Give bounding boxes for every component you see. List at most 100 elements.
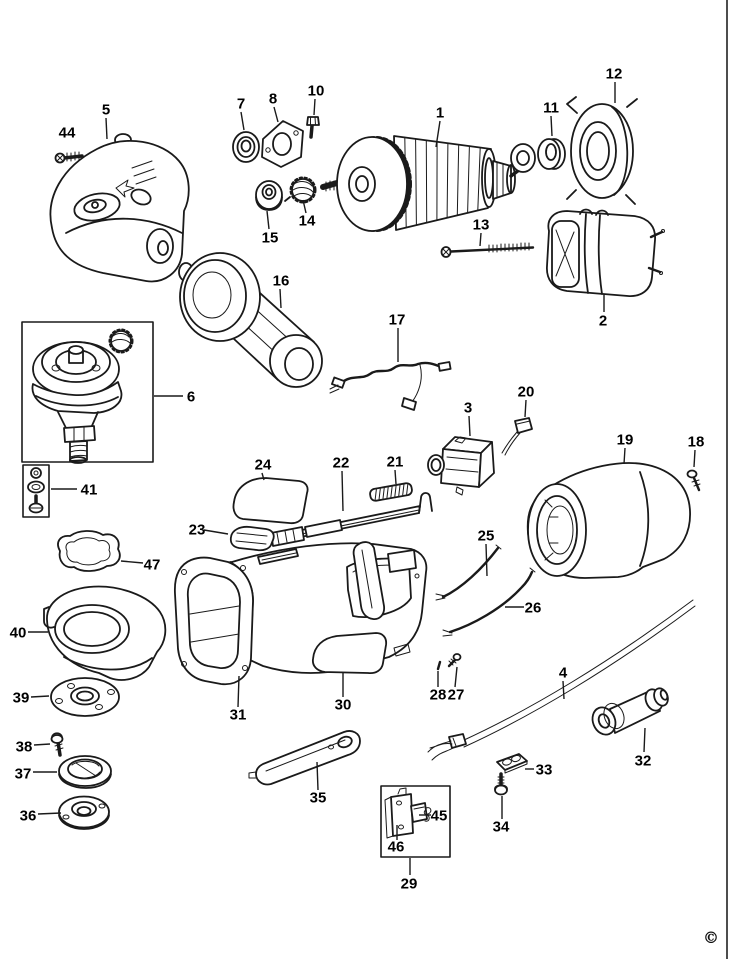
part-label-4: 4 [559,665,568,682]
leader-line-19 [623,447,626,465]
part-art-18-screw [686,469,701,492]
part-art-10-screw [306,116,320,139]
part-label-23: 23 [189,522,206,539]
part-label-46: 46 [388,839,405,856]
part-label-24: 24 [255,457,272,474]
part-label-44: 44 [59,125,76,142]
part-art-38-screw [50,732,64,757]
leader-line-25 [485,543,488,577]
part-label-34: 34 [493,819,510,836]
leader-line-3 [468,415,471,437]
leader-line-20 [524,399,527,418]
leader-line-16 [279,288,282,309]
part-label-10: 10 [308,83,325,100]
part-art-25-lead-wire [435,544,502,601]
leader-line-1 [435,120,441,148]
part-art-11-spacer-ring [537,138,566,170]
part-label-20: 20 [518,384,535,401]
part-label-37: 37 [15,766,32,783]
part-label-38: 38 [16,739,33,756]
leader-line-13 [479,232,482,247]
part-art-21-spring [369,482,413,502]
part-art-26-lead-wire [442,567,536,637]
part-label-19: 19 [617,432,634,449]
leader-line-21 [394,469,397,485]
part-art-41-fastener-kit [22,464,50,518]
part-art-14-pinion [284,176,317,204]
part-label-21: 21 [387,454,404,471]
leader-line-4 [562,680,565,700]
part-label-14: 14 [299,213,316,230]
part-label-35: 35 [310,790,327,807]
part-art-28-pin [436,660,442,671]
part-label-33: 33 [536,762,553,779]
leader-line-38 [33,743,51,746]
part-art-4-power-cord [427,599,696,761]
part-art-46-bracket [384,787,414,839]
part-label-40: 40 [10,625,27,642]
leader-line-15 [266,210,270,230]
part-label-5: 5 [102,102,110,119]
part-art-17-lead-wires [329,361,452,411]
leader-line-39 [30,695,50,698]
part-art-32-cord-protector [591,687,669,736]
part-art-15-flange-nut [255,180,283,211]
part-art-35-wrench [248,730,361,786]
part-label-15: 15 [262,230,279,247]
exploded-view-art [21,96,701,858]
leader-line-5 [105,117,108,140]
part-label-16: 16 [273,273,290,290]
part-label-47: 47 [144,557,161,574]
part-label-30: 30 [335,697,352,714]
part-label-8: 8 [269,91,277,108]
part-label-45: 45 [431,808,448,825]
part-label-29: 29 [401,876,418,893]
part-label-12: 12 [606,66,623,83]
part-art-33-cord-clamp [496,753,528,774]
part-art-5-gear-case-cover [49,133,190,283]
part-label-2: 2 [599,313,607,330]
leader-line-31 [237,675,240,708]
part-label-32: 32 [635,753,652,770]
copyright-symbol: © [703,928,719,947]
leader-line-11 [550,115,553,137]
leader-line-7 [240,111,245,131]
part-label-3: 3 [464,400,472,417]
part-label-36: 36 [20,808,37,825]
part-label-28: 28 [430,687,447,704]
leader-line-27 [454,666,458,688]
part-art-45-brush-holder [410,802,432,823]
part-art-8-bearing-plate [261,120,304,168]
part-label-27: 27 [448,687,465,704]
part-label-39: 39 [13,690,30,707]
part-art-16-side-handle [178,252,323,388]
part-label-26: 26 [525,600,542,617]
part-art-36-clamp-nut [58,795,110,830]
part-label-31: 31 [230,707,247,724]
part-art-37-outer-flange [58,755,112,789]
part-label-17: 17 [389,312,406,329]
leader-line-22 [341,470,344,512]
part-label-25: 25 [478,528,495,545]
leader-line-18 [693,449,696,468]
leader-line-35 [316,761,319,791]
leader-line-23 [203,529,229,535]
part-art-1-armature [320,135,536,232]
leader-line-24 [261,472,265,481]
part-art-39-inner-flange [50,677,120,717]
part-art-6-spindle-gear-assembly [21,321,154,464]
leader-line-10 [313,98,316,116]
part-art-44-screw [54,151,84,164]
part-art-27-screw [447,653,462,668]
part-art-13-long-screw [440,242,535,258]
part-label-41: 41 [81,482,98,499]
part-art-22-slider-bar [270,492,433,547]
part-art-30-pad [312,632,388,675]
leader-line-36 [37,812,62,815]
part-art-2-field-stator [546,208,665,297]
part-art-47-gasket [57,530,121,572]
part-art-34-screw [494,772,508,796]
part-art-20-carbon-brush [501,417,533,456]
part-art-19-motor-housing-cap [526,462,691,579]
